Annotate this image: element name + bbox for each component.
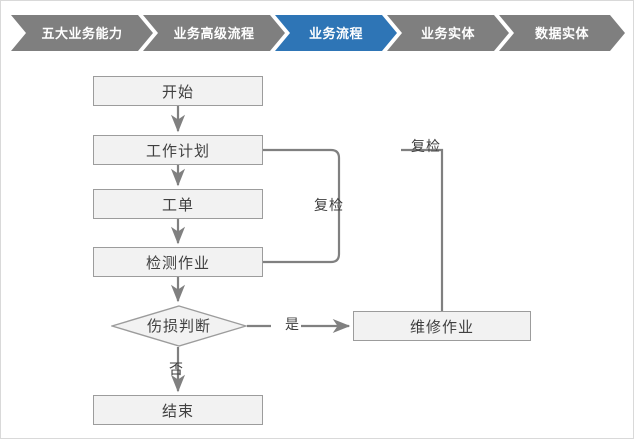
- breadcrumb: 五大业务能力 业务高级流程 业务流程 业务实体 数据实体: [11, 15, 625, 51]
- node-work-plan-label: 工作计划: [145, 142, 210, 160]
- node-work-plan[interactable]: 工作计划: [93, 135, 263, 165]
- node-end[interactable]: 结束: [93, 395, 263, 425]
- breadcrumb-item-3-label: 业务实体: [420, 25, 475, 41]
- breadcrumb-item-0-label: 五大业务能力: [41, 25, 123, 41]
- node-repair-label: 维修作业: [409, 318, 474, 336]
- breadcrumb-item-1[interactable]: 业务高级流程: [143, 15, 285, 51]
- breadcrumb-item-3[interactable]: 业务实体: [387, 15, 509, 51]
- node-start-label: 开始: [161, 83, 194, 101]
- node-inspection-label: 检测作业: [145, 254, 210, 272]
- node-work-order-label: 工单: [161, 196, 194, 214]
- breadcrumb-item-2-label: 业务流程: [308, 25, 363, 41]
- edge-label-recheck-inner: 复检: [314, 197, 344, 213]
- breadcrumb-item-1-label: 业务高级流程: [173, 25, 255, 41]
- diamond-shape: [111, 305, 247, 347]
- edge-label-recheck-outer: 复检: [411, 138, 441, 154]
- breadcrumb-item-0[interactable]: 五大业务能力: [11, 15, 153, 51]
- breadcrumb-item-4[interactable]: 数据实体: [499, 15, 625, 51]
- node-start[interactable]: 开始: [93, 76, 263, 106]
- node-inspection[interactable]: 检测作业: [93, 247, 263, 277]
- node-work-order[interactable]: 工单: [93, 189, 263, 219]
- breadcrumb-item-2-active[interactable]: 业务流程: [275, 15, 397, 51]
- breadcrumb-item-4-label: 数据实体: [534, 25, 589, 41]
- node-end-label: 结束: [161, 402, 194, 420]
- node-damage-decision-label: 伤损判断: [146, 317, 211, 335]
- edge-repair-recheck-loop: [401, 148, 444, 311]
- edge-label-yes: 是: [285, 316, 300, 332]
- node-repair[interactable]: 维修作业: [353, 311, 531, 341]
- edge-label-no: 否: [169, 361, 184, 377]
- node-damage-decision[interactable]: 伤损判断: [111, 305, 247, 347]
